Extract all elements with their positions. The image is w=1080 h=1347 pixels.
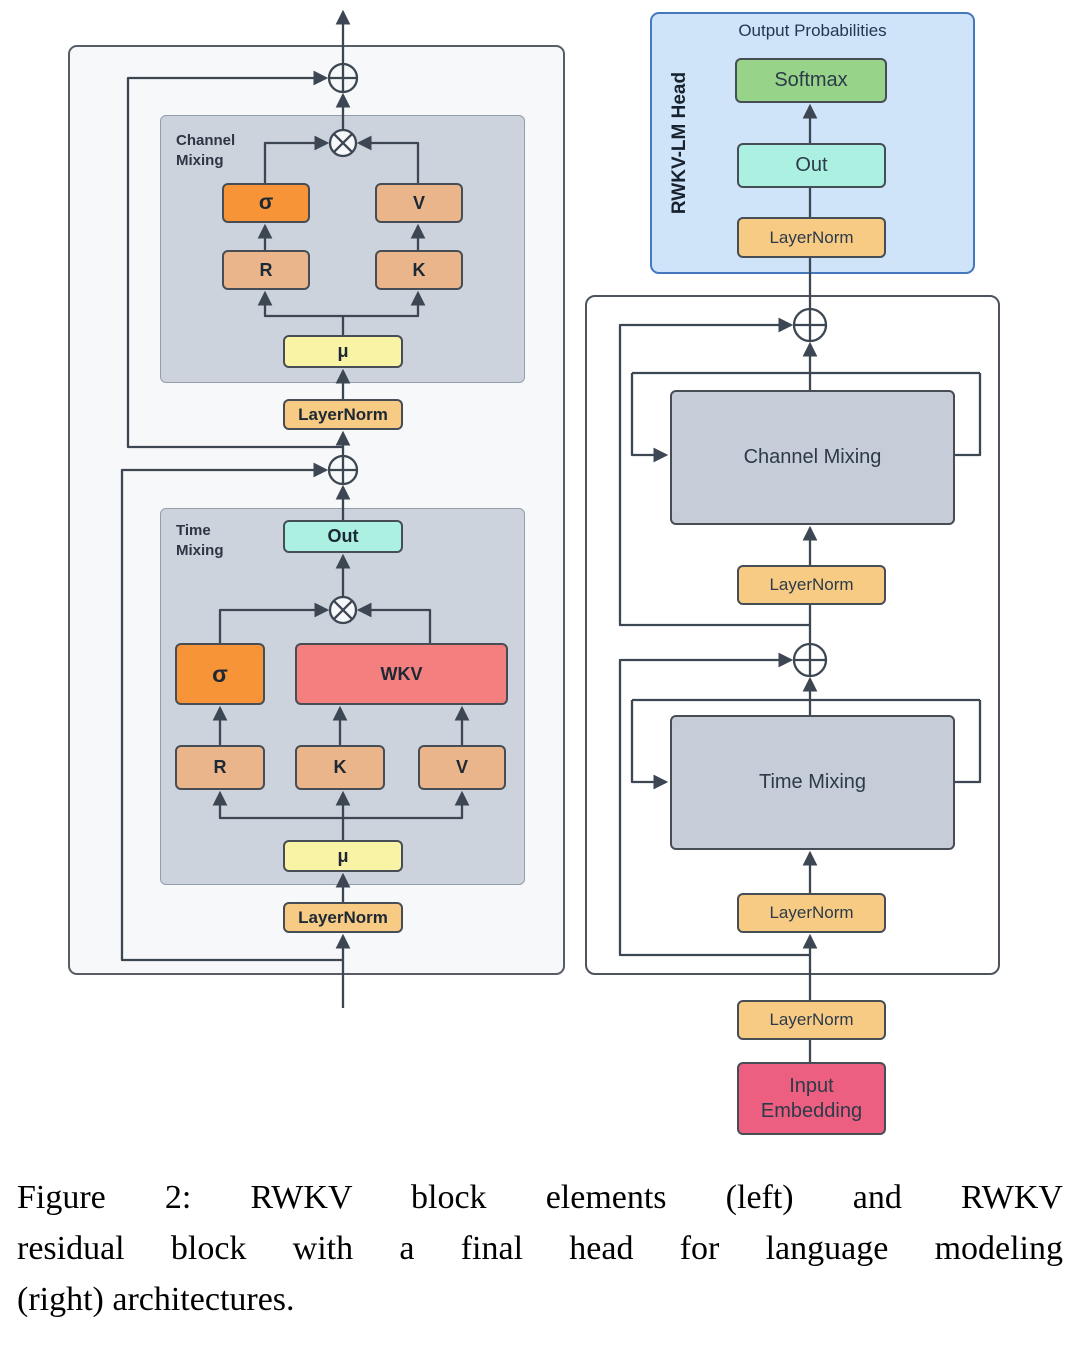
time-k-box: K [295, 745, 385, 790]
lm-head-label: RWKV-LM Head [669, 71, 690, 215]
multiply-icon [328, 595, 358, 625]
head-out-box: Out [737, 143, 886, 188]
channel-mu-box: μ [283, 335, 403, 368]
channel-r-box: R [222, 250, 310, 290]
add-icon [792, 642, 828, 678]
input-embedding-box: Input Embedding [737, 1062, 886, 1135]
caption-line-2: residual block with a final head for lan… [17, 1230, 1063, 1267]
head-layernorm-box: LayerNorm [737, 217, 886, 258]
channel-sigma-box: σ [222, 183, 310, 223]
add-icon [327, 454, 359, 486]
softmax-box: Softmax [735, 58, 887, 103]
sum-product-nodes [327, 62, 828, 678]
diagram-wires [120, 9, 982, 1062]
arrow-lines [120, 9, 982, 1062]
channel-k-box: K [375, 250, 463, 290]
time-v-box: V [418, 745, 506, 790]
add-icon [792, 307, 828, 343]
channel-v-box: V [375, 183, 463, 223]
figure-caption: Figure 2: RWKV block elements (left) and… [17, 1172, 1063, 1325]
time-out-box: Out [283, 520, 403, 553]
inner-layernorm-box: LayerNorm [737, 893, 886, 933]
time-mixing-label: Time Mixing [176, 522, 224, 559]
wkv-box: WKV [295, 643, 508, 705]
time-mixing-block: Time Mixing [670, 715, 955, 850]
time-sigma-box: σ [175, 643, 265, 705]
multiply-icon [328, 128, 358, 158]
outer-layernorm-box: LayerNorm [737, 1000, 886, 1040]
channel-mixing-label: Channel Mixing [176, 132, 236, 169]
layernorm-box-lower-left: LayerNorm [283, 902, 403, 933]
rwkv-architecture-figure: Channel Mixing Time Mixing σ V R K μ Lay… [68, 9, 1000, 1135]
add-icon [327, 62, 359, 94]
layernorm-box-upper-left: LayerNorm [283, 399, 403, 430]
output-probabilities-label: Output Probabilities [738, 21, 887, 40]
caption-line-3: (right) architectures. [17, 1281, 295, 1318]
mid-layernorm-box: LayerNorm [737, 565, 886, 605]
time-r-box: R [175, 745, 265, 790]
channel-mixing-block: Channel Mixing [670, 390, 955, 525]
time-mu-box: μ [283, 840, 403, 872]
caption-line-1: Figure 2: RWKV block elements (left) and… [17, 1179, 1063, 1216]
